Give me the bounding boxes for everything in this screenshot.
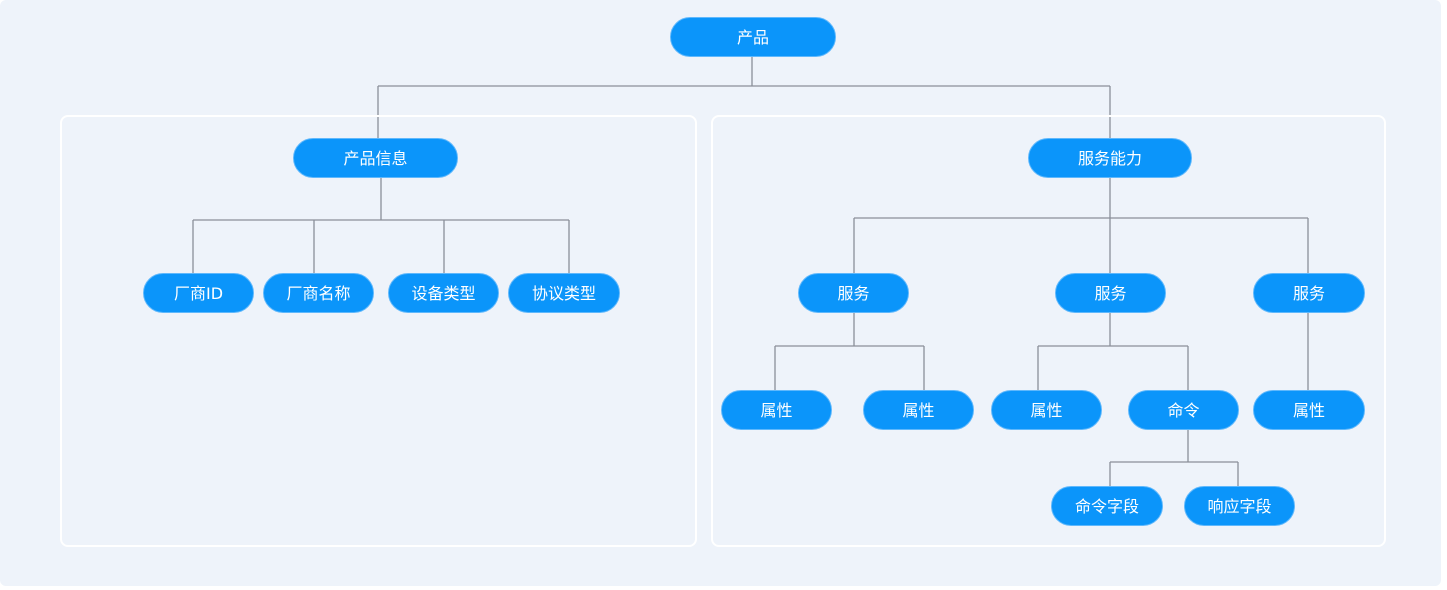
node-vendor-name[interactable]: 厂商名称	[263, 273, 374, 313]
node-device-type[interactable]: 设备类型	[388, 273, 499, 313]
node-product-info[interactable]: 产品信息	[293, 138, 458, 178]
node-vendor-id[interactable]: 厂商ID	[143, 273, 254, 313]
node-property[interactable]: 属性	[721, 390, 832, 430]
node-property[interactable]: 属性	[1253, 390, 1365, 430]
node-response-field[interactable]: 响应字段	[1184, 486, 1295, 526]
node-command-field[interactable]: 命令字段	[1051, 486, 1163, 526]
node-service-3[interactable]: 服务	[1253, 273, 1365, 313]
node-service-capability[interactable]: 服务能力	[1028, 138, 1192, 178]
node-protocol-type[interactable]: 协议类型	[508, 273, 620, 313]
product-info-panel	[60, 115, 697, 547]
node-service-1[interactable]: 服务	[798, 273, 909, 313]
node-product[interactable]: 产品	[670, 17, 836, 57]
node-service-2[interactable]: 服务	[1055, 273, 1166, 313]
node-property[interactable]: 属性	[863, 390, 974, 430]
node-command[interactable]: 命令	[1128, 390, 1239, 430]
service-capability-panel	[711, 115, 1386, 547]
node-property[interactable]: 属性	[991, 390, 1102, 430]
